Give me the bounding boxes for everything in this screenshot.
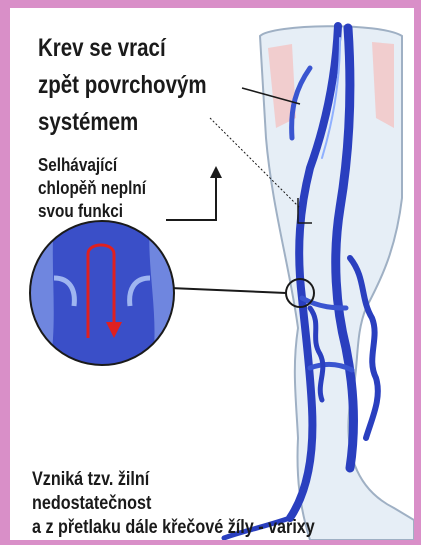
valve-note-line-3: svou funkci <box>38 200 146 223</box>
valve-note-line-2: chlopěň neplní <box>38 177 146 200</box>
valve-note-arrowhead <box>210 166 222 178</box>
inset-connector <box>170 288 286 293</box>
footer-line-1: Vzniká tzv. žilní <box>32 468 315 492</box>
heading-line-1: Krev se vrací <box>38 30 207 67</box>
valve-note-line-1: Selhávající <box>38 154 146 177</box>
heading-line-3: systémem <box>38 104 207 141</box>
footer-text: Vzniká tzv. žilní nedostatečnost a z pře… <box>32 468 315 540</box>
footer-line-3: a z přetlaku dále křečové žíly - varixy <box>32 516 315 540</box>
footer-line-2: nedostatečnost <box>32 492 315 516</box>
valve-note-pointer <box>166 174 216 220</box>
valve-note-text: Selhávající chlopěň neplní svou funkci <box>38 154 146 223</box>
illustration-panel: Krev se vrací zpět povrchovým systémem S… <box>10 8 414 540</box>
heading-line-2: zpět povrchovým <box>38 67 207 104</box>
heading-text: Krev se vrací zpět povrchovým systémem <box>38 30 207 141</box>
